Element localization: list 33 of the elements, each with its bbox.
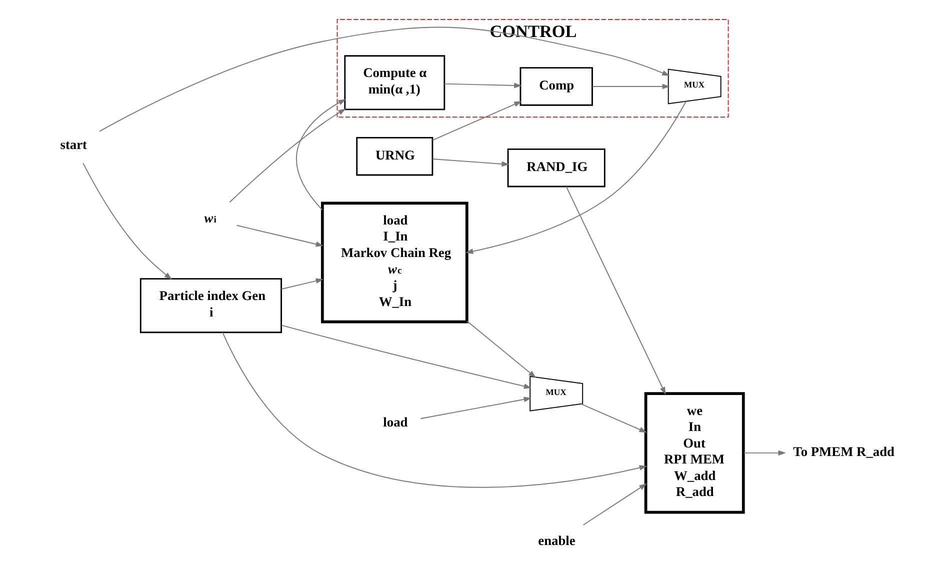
arrow	[582, 483, 647, 526]
arrow	[580, 403, 647, 433]
arrow	[296, 99, 346, 210]
node-box: URNG	[356, 136, 434, 176]
arrow	[420, 396, 532, 420]
node-box: we In Out RPI MEM W_add R_add	[644, 392, 745, 514]
arrow	[566, 186, 666, 395]
arrow	[280, 278, 324, 290]
node-box: Comp	[520, 67, 593, 106]
arrow	[592, 84, 670, 90]
node-text: wi	[204, 210, 216, 226]
arrow	[229, 108, 346, 203]
node-box: load I_In Markov Chain Reg wc j W_In	[320, 202, 468, 324]
arrow	[236, 224, 324, 247]
node-text: To PMEM R_add	[793, 444, 894, 459]
node-box: Compute α min(α ,1)	[344, 55, 446, 110]
node-text: start	[60, 136, 88, 152]
arrow	[466, 320, 536, 378]
arrow	[222, 332, 648, 488]
arrow	[432, 158, 510, 167]
arrow	[82, 162, 172, 280]
arrow	[432, 101, 522, 141]
node-box: MUX	[530, 376, 584, 412]
node-box: MUX	[668, 68, 722, 104]
node-box: Particle index Gen i	[140, 278, 282, 334]
arrow	[99, 26, 670, 132]
arrow	[465, 101, 686, 254]
node-box: RAND_IG	[507, 148, 606, 188]
node-text: load	[383, 414, 408, 430]
arrow	[743, 450, 786, 456]
node-text: enable	[538, 532, 576, 548]
arrow	[444, 82, 522, 88]
arrow	[280, 324, 532, 389]
